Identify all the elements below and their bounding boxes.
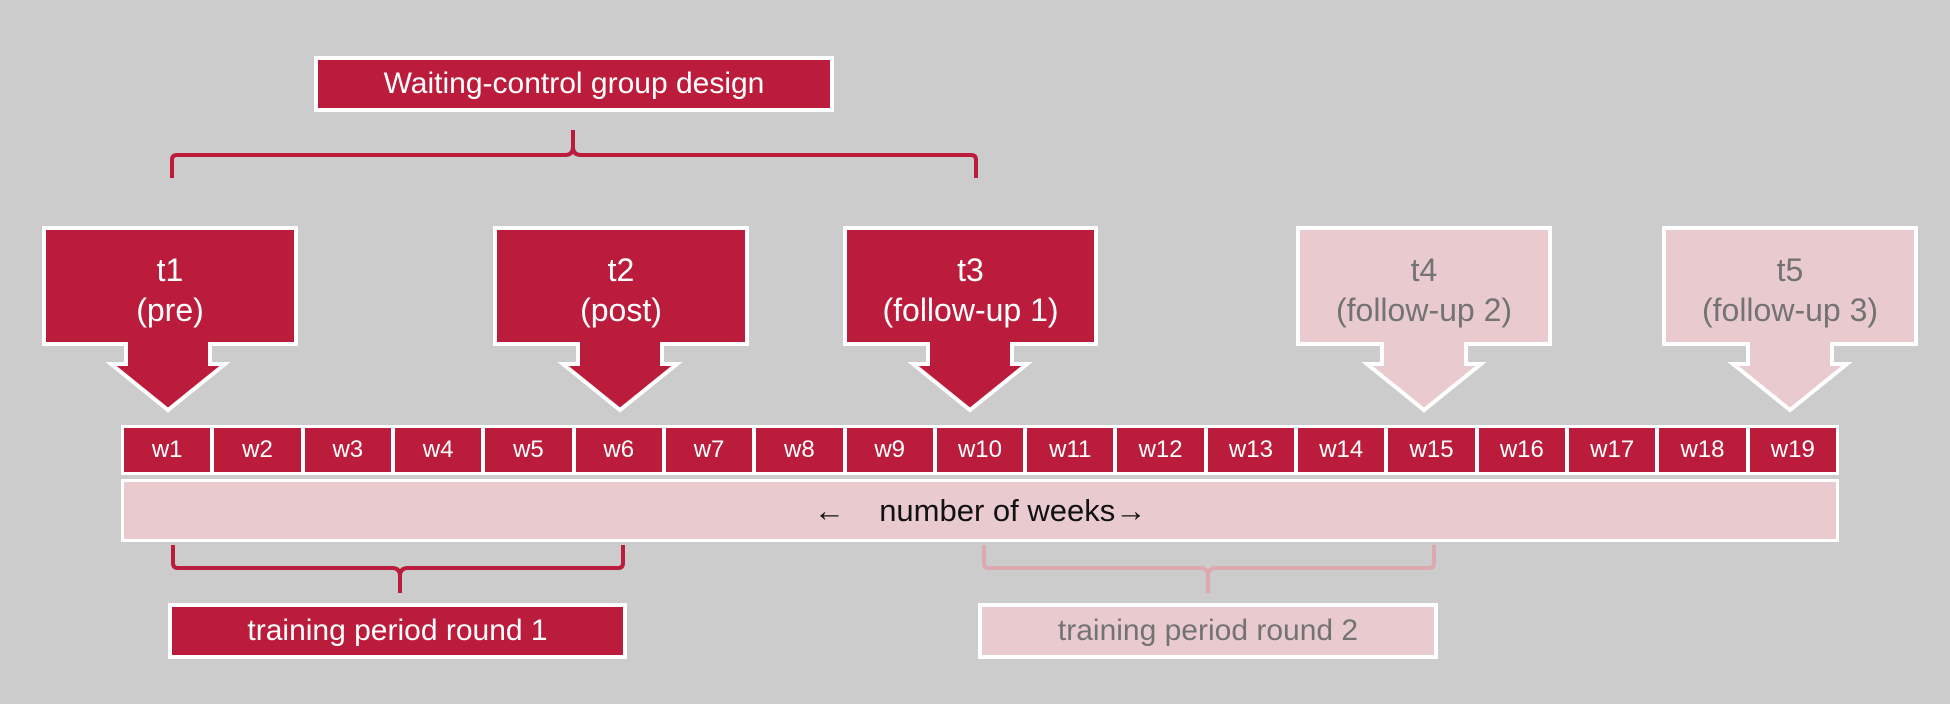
timepoint-sub: (follow-up 2) — [1335, 292, 1513, 328]
design-label: Waiting-control group design — [314, 56, 834, 112]
week-cell: w5 — [485, 428, 572, 472]
training-round-1-label: training period round 1 — [168, 603, 627, 659]
week-cell: w10 — [936, 428, 1024, 472]
week-cell: w16 — [1478, 428, 1565, 472]
timepoint-id: t1 — [156, 252, 184, 288]
timepoint-sub: (post) — [580, 292, 662, 328]
week-cell: w14 — [1298, 428, 1385, 472]
right-arrow-icon: → — [1115, 492, 1147, 528]
week-cell: w17 — [1569, 428, 1656, 472]
week-cell: w1 — [124, 428, 211, 472]
week-cell: w11 — [1027, 428, 1114, 472]
week-cell: w18 — [1659, 428, 1746, 472]
callout-t2 — [493, 226, 749, 413]
week-cell: w3 — [304, 428, 391, 472]
week-cell: w9 — [846, 428, 933, 472]
week-cell: w12 — [1117, 428, 1204, 472]
weeks-axis-label: number of weeks — [879, 492, 1116, 528]
week-cell: w4 — [394, 428, 482, 472]
timepoint-t5-label: t5 (follow-up 3) — [1664, 228, 1916, 344]
round1-bracket — [171, 545, 625, 593]
weeks-axis-bar: ← number of weeks → — [121, 479, 1839, 542]
design-bracket — [170, 130, 978, 178]
week-cell: w7 — [665, 428, 753, 472]
week-cell: w2 — [214, 428, 301, 472]
timepoint-t2-label: t2 (post) — [495, 228, 747, 344]
spacer — [845, 493, 879, 529]
timepoint-sub: (pre) — [136, 292, 204, 328]
callout-t4 — [1296, 226, 1552, 413]
timepoint-sub: (follow-up 1) — [882, 292, 1059, 328]
timepoint-sub: (follow-up 3) — [1701, 292, 1879, 328]
timepoint-t1-label: t1 (pre) — [44, 228, 296, 344]
timepoint-id: t4 — [1410, 252, 1438, 288]
training-round-2-label: training period round 2 — [978, 603, 1438, 659]
week-cell: w13 — [1207, 428, 1295, 472]
callout-t3 — [843, 226, 1098, 413]
timepoint-id: t2 — [607, 252, 635, 288]
week-cell: w19 — [1749, 428, 1836, 472]
callout-t1 — [42, 226, 298, 413]
timepoint-t3-label: t3 (follow-up 1) — [845, 228, 1096, 344]
round2-bracket — [982, 545, 1436, 593]
timepoint-t4-label: t4 (follow-up 2) — [1298, 228, 1550, 344]
week-cell: w6 — [575, 428, 662, 472]
timepoint-id: t5 — [1776, 252, 1804, 288]
week-cell: w15 — [1388, 428, 1475, 472]
callout-t5 — [1662, 226, 1918, 413]
left-arrow-icon: ← — [813, 492, 845, 528]
week-cell: w8 — [756, 428, 843, 472]
timepoint-id: t3 — [957, 252, 984, 288]
